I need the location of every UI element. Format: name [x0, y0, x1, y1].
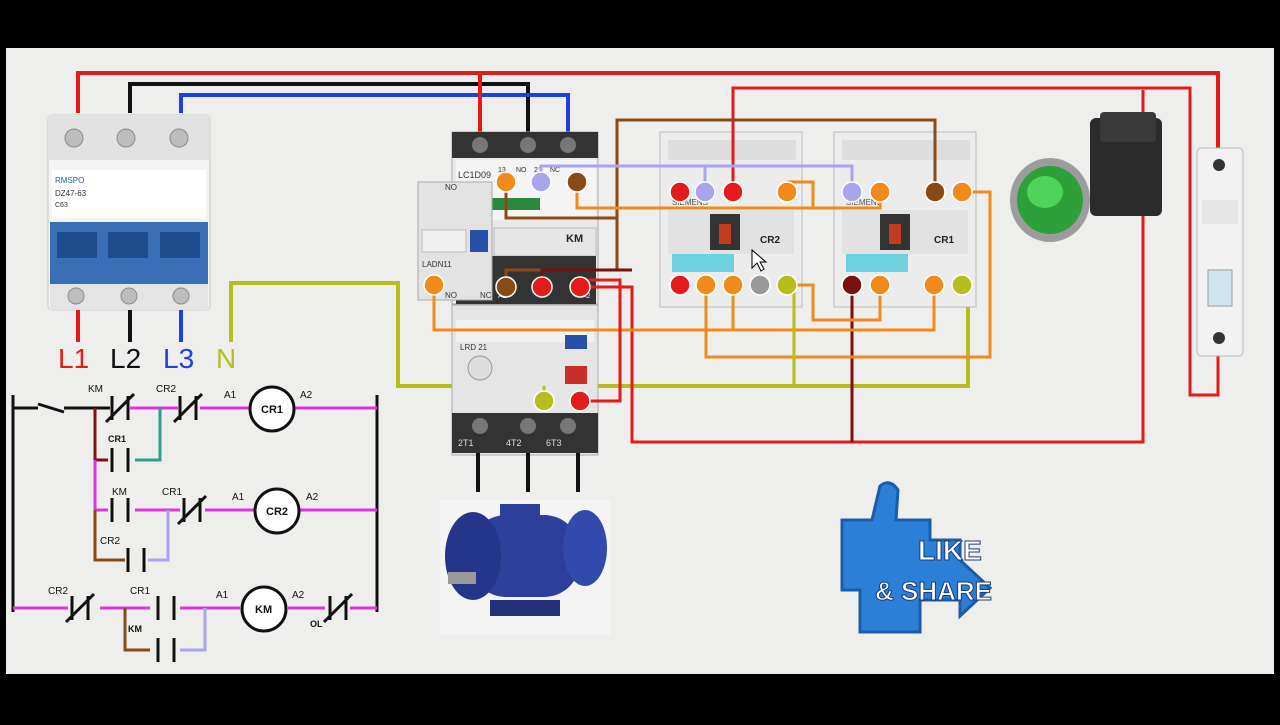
phase-l1-label: L1 [58, 343, 89, 374]
ladder-cr1-hold: CR1 [108, 434, 126, 444]
ladder-cr2-3: CR2 [48, 586, 68, 597]
terminal-dot [694, 181, 716, 203]
km-term-no: NO [516, 167, 527, 174]
motor-icon [440, 500, 610, 635]
ladder-a2-2: A2 [306, 492, 319, 503]
badge-like: LIKE [918, 535, 982, 566]
ladder-km-1: KM [88, 384, 103, 395]
ladder-cr2-hold: CR2 [100, 536, 120, 547]
terminal-dot [869, 181, 891, 203]
coil-km [240, 585, 288, 633]
terminal-dot [869, 274, 891, 296]
terminal-dot [749, 274, 771, 296]
ladder-a1-3: A1 [216, 590, 229, 601]
ladder-cr1-3: CR1 [130, 586, 150, 597]
green-push-button-icon [1010, 112, 1162, 242]
cr1-label: CR1 [934, 235, 954, 246]
km-model: LC1D09 [458, 170, 491, 180]
terminal-dots [423, 171, 973, 412]
phase-l2-label: L2 [110, 343, 141, 374]
km-term21: 21 [534, 167, 542, 174]
ladder-coil-km-label: KM [255, 604, 272, 616]
overload-t2: 4T2 [506, 438, 522, 448]
mouse-cursor-icon [751, 248, 768, 272]
breaker-rating: C63 [55, 202, 68, 209]
terminal-dot [776, 181, 798, 203]
phase-drops [76, 281, 970, 388]
motor-leads [476, 453, 580, 492]
terminal-dot [495, 171, 517, 193]
terminal-dot [776, 274, 798, 296]
ladder-coil-cr1-label: CR1 [261, 404, 283, 416]
terminal-dot [951, 274, 973, 296]
terminal-dot [566, 171, 588, 193]
aux-model: LADN11 [422, 260, 452, 269]
terminal-dot [569, 390, 591, 412]
ladder-ol: OL [310, 619, 323, 629]
km-term-nc: NC [550, 167, 560, 174]
aux-no-bottom: NO [445, 291, 457, 300]
terminal-dot [695, 274, 717, 296]
aux-no-top: NO [445, 183, 457, 192]
ladder-diagram: CR1 CR2 KM KM CR2 A1 A2 CR1 KM CR1 A1 A2… [11, 384, 379, 662]
ladder-km-hold: KM [128, 624, 142, 634]
terminal-dot [423, 274, 445, 296]
breaker-model: DZ47-63 [55, 189, 87, 198]
terminal-dot [530, 171, 552, 193]
ladder-a2-1: A2 [300, 390, 313, 401]
ladder-coil-cr2-label: CR2 [266, 506, 288, 518]
ladder-cr2-1: CR2 [156, 384, 176, 395]
terminal-dot [669, 274, 691, 296]
terminal-dot [569, 276, 591, 298]
ladder-cr1-2: CR1 [162, 487, 182, 498]
ladder-a1-1: A1 [224, 390, 237, 401]
coil-cr1 [248, 385, 296, 433]
canvas-background [6, 48, 1274, 674]
terminal-dot [924, 181, 946, 203]
control-breaker [1196, 147, 1244, 357]
circuit-breaker: RMSPO DZ47-63 C63 [47, 114, 211, 311]
terminal-dot [722, 274, 744, 296]
ladder-a2-3: A2 [292, 590, 305, 601]
terminal-dot [531, 276, 553, 298]
terminal-dot [533, 390, 555, 412]
coil-cr2 [253, 487, 301, 535]
terminal-dot [669, 181, 691, 203]
overload-t3: 6T3 [546, 438, 562, 448]
ladder-a1-2: A1 [232, 492, 245, 503]
overload-relay: LRD 21 2T1 4T2 6T3 [451, 304, 599, 456]
cr1-brand: SIEMENS [846, 198, 882, 207]
terminal-dot [841, 274, 863, 296]
km-term13: 13 [498, 167, 506, 174]
terminal-dot [841, 181, 863, 203]
terminal-dot [951, 181, 973, 203]
phase-n-label: N [216, 343, 236, 374]
cr2-label: CR2 [760, 235, 780, 246]
aux-nc-bottom: NC [480, 291, 492, 300]
like-share-badge: LIKE & SHARE [840, 481, 993, 634]
terminal-dot [923, 274, 945, 296]
phase-l3-label: L3 [163, 343, 194, 374]
km-label: KM [566, 233, 583, 245]
supply-wires [76, 71, 1220, 150]
overload-model: LRD 21 [460, 343, 488, 352]
km-a2: A2 [582, 293, 591, 300]
cr2-brand: SIEMENS [672, 198, 708, 207]
terminal-dot [495, 276, 517, 298]
ladder-km-2: KM [112, 487, 127, 498]
overload-t1: 2T1 [458, 438, 474, 448]
terminal-dot [722, 181, 744, 203]
badge-share: & SHARE [875, 576, 992, 606]
breaker-brand: RMSPO [55, 176, 84, 185]
